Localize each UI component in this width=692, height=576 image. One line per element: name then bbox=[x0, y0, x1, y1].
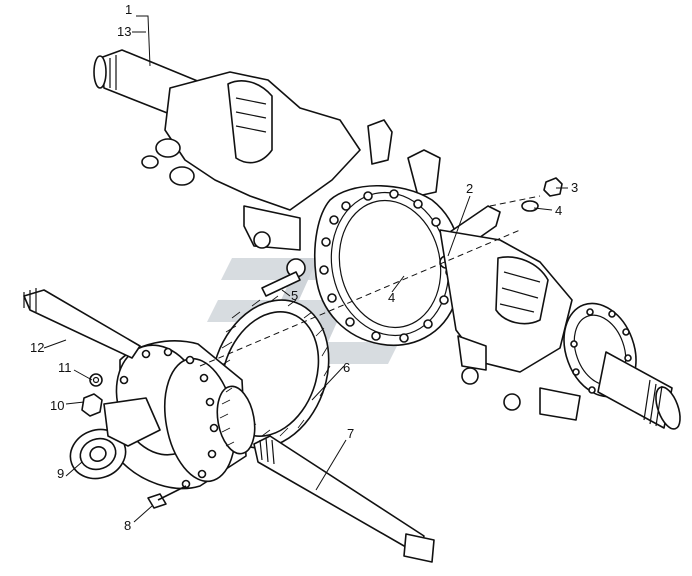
callout-9: 9 bbox=[57, 466, 64, 481]
callout-1: 1 bbox=[125, 2, 132, 17]
callout-8: 8 bbox=[124, 518, 131, 533]
callout-11: 11 bbox=[58, 360, 72, 375]
callout-4-center: 4 bbox=[388, 290, 395, 305]
center-lines bbox=[199, 195, 541, 367]
nut bbox=[81, 393, 103, 417]
axle-housing bbox=[93, 49, 441, 278]
axle-shaft-left bbox=[23, 288, 141, 359]
callout-5: 5 bbox=[291, 288, 298, 303]
callout-labels: 1 13 2 3 4 4 5 6 7 8 9 10 11 12 bbox=[30, 2, 578, 533]
callout-3: 3 bbox=[571, 180, 578, 195]
bolt bbox=[147, 485, 187, 509]
callout-12: 12 bbox=[30, 340, 44, 355]
right-housing bbox=[439, 229, 681, 430]
callout-7: 7 bbox=[347, 426, 354, 441]
axle-shaft-right bbox=[253, 435, 435, 563]
differential-unit bbox=[69, 340, 256, 490]
callout-13: 13 bbox=[117, 24, 131, 39]
stud bbox=[261, 271, 301, 297]
callout-2: 2 bbox=[466, 181, 473, 196]
diff-flange-bolts bbox=[119, 347, 219, 489]
callout-10: 10 bbox=[50, 398, 64, 413]
callout-6: 6 bbox=[343, 360, 350, 375]
callout-4-right: 4 bbox=[555, 203, 562, 218]
leader-lines bbox=[43, 15, 568, 523]
washer bbox=[89, 373, 103, 387]
